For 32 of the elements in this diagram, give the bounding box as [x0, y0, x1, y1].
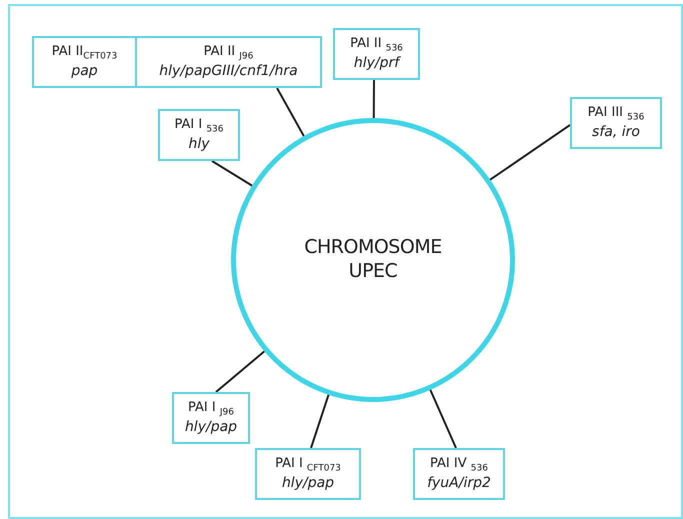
island-name: PAI II$_{CFT073}$ [52, 44, 118, 63]
island-name: PAI I $_{CFT073}$ [275, 456, 341, 475]
island-name: PAI IV $_{536}$ [430, 456, 488, 475]
gene-list: hly [188, 136, 210, 153]
island-name: PAI II $_{536}$ [350, 36, 403, 55]
island-box [158, 109, 240, 161]
gene-list: fyuA/irp2 [427, 474, 491, 492]
island-box [570, 97, 662, 149]
connector-line [310, 394, 330, 448]
gene-list: hly/prf [354, 54, 400, 72]
connector-line [490, 124, 571, 181]
island-box [413, 448, 505, 500]
connector-line [372, 80, 375, 118]
gene-list: hly/papGIII/cnf1/hra [159, 62, 298, 80]
island-box [172, 392, 250, 444]
connector-line [276, 88, 305, 136]
island-name: PAI III $_{536}$ [588, 105, 644, 124]
connector-line [215, 350, 265, 393]
gene-list: sfa, iro [592, 124, 640, 141]
gene-list: hly/pap [282, 474, 334, 492]
island-box [32, 36, 137, 88]
island-name: PAI I $_{536}$ [174, 117, 224, 136]
island-box [135, 36, 322, 88]
gene-list: hly/pap [184, 418, 238, 436]
gene-list: pap [71, 62, 98, 80]
island-name: PAI I $_{J96}$ [188, 400, 234, 419]
connector-line [211, 160, 253, 186]
connector-line [429, 390, 457, 448]
chromosome-label: CHROMOSOME UPEC [303, 236, 443, 284]
island-box [333, 28, 420, 80]
island-box [255, 448, 361, 500]
island-name: PAI II $_{J96}$ [204, 44, 254, 63]
